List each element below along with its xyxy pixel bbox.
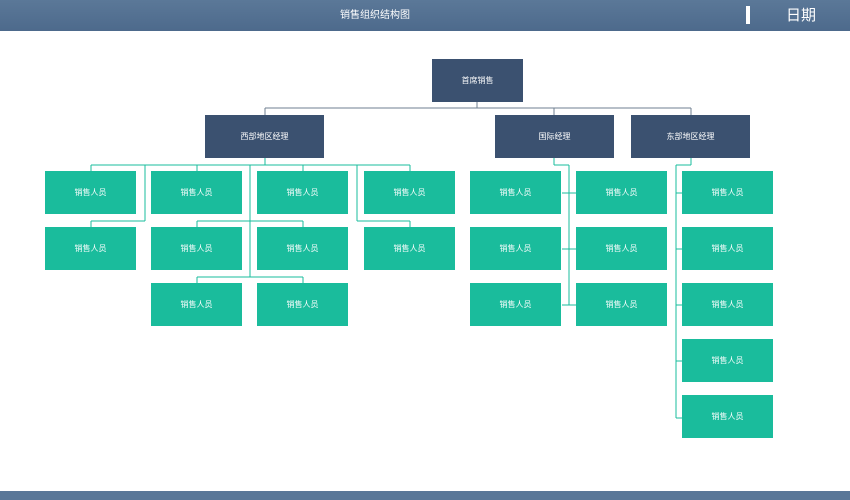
sales-rep-node: 销售人员: [576, 227, 667, 270]
chief-sales-node: 首席销售: [432, 59, 523, 102]
sales-rep-node: 销售人员: [257, 171, 348, 214]
header-divider: [746, 6, 750, 24]
sales-rep-node: 销售人员: [151, 227, 242, 270]
sales-rep-node: 销售人员: [257, 283, 348, 326]
sales-rep-node: 销售人员: [364, 227, 455, 270]
east-manager-node: 东部地区经理: [631, 115, 750, 158]
header-bar: 销售组织结构图 日期: [0, 0, 850, 31]
sales-rep-node: 销售人员: [151, 171, 242, 214]
sales-rep-node: 销售人员: [45, 171, 136, 214]
sales-rep-node: 销售人员: [576, 171, 667, 214]
sales-rep-node: 销售人员: [470, 171, 561, 214]
footer-bar: [0, 491, 850, 500]
page-title: 销售组织结构图: [340, 10, 410, 21]
sales-rep-node: 销售人员: [151, 283, 242, 326]
sales-rep-node: 销售人员: [257, 227, 348, 270]
sales-rep-node: 销售人员: [682, 339, 773, 382]
sales-rep-node: 销售人员: [364, 171, 455, 214]
sales-rep-node: 销售人员: [470, 227, 561, 270]
sales-rep-node: 销售人员: [682, 227, 773, 270]
sales-rep-node: 销售人员: [576, 283, 667, 326]
west-manager-node: 西部地区经理: [205, 115, 324, 158]
sales-rep-node: 销售人员: [470, 283, 561, 326]
sales-rep-node: 销售人员: [45, 227, 136, 270]
sales-rep-node: 销售人员: [682, 395, 773, 438]
sales-rep-node: 销售人员: [682, 283, 773, 326]
date-label: 日期: [786, 6, 817, 24]
sales-rep-node: 销售人员: [682, 171, 773, 214]
intl-manager-node: 国际经理: [495, 115, 614, 158]
